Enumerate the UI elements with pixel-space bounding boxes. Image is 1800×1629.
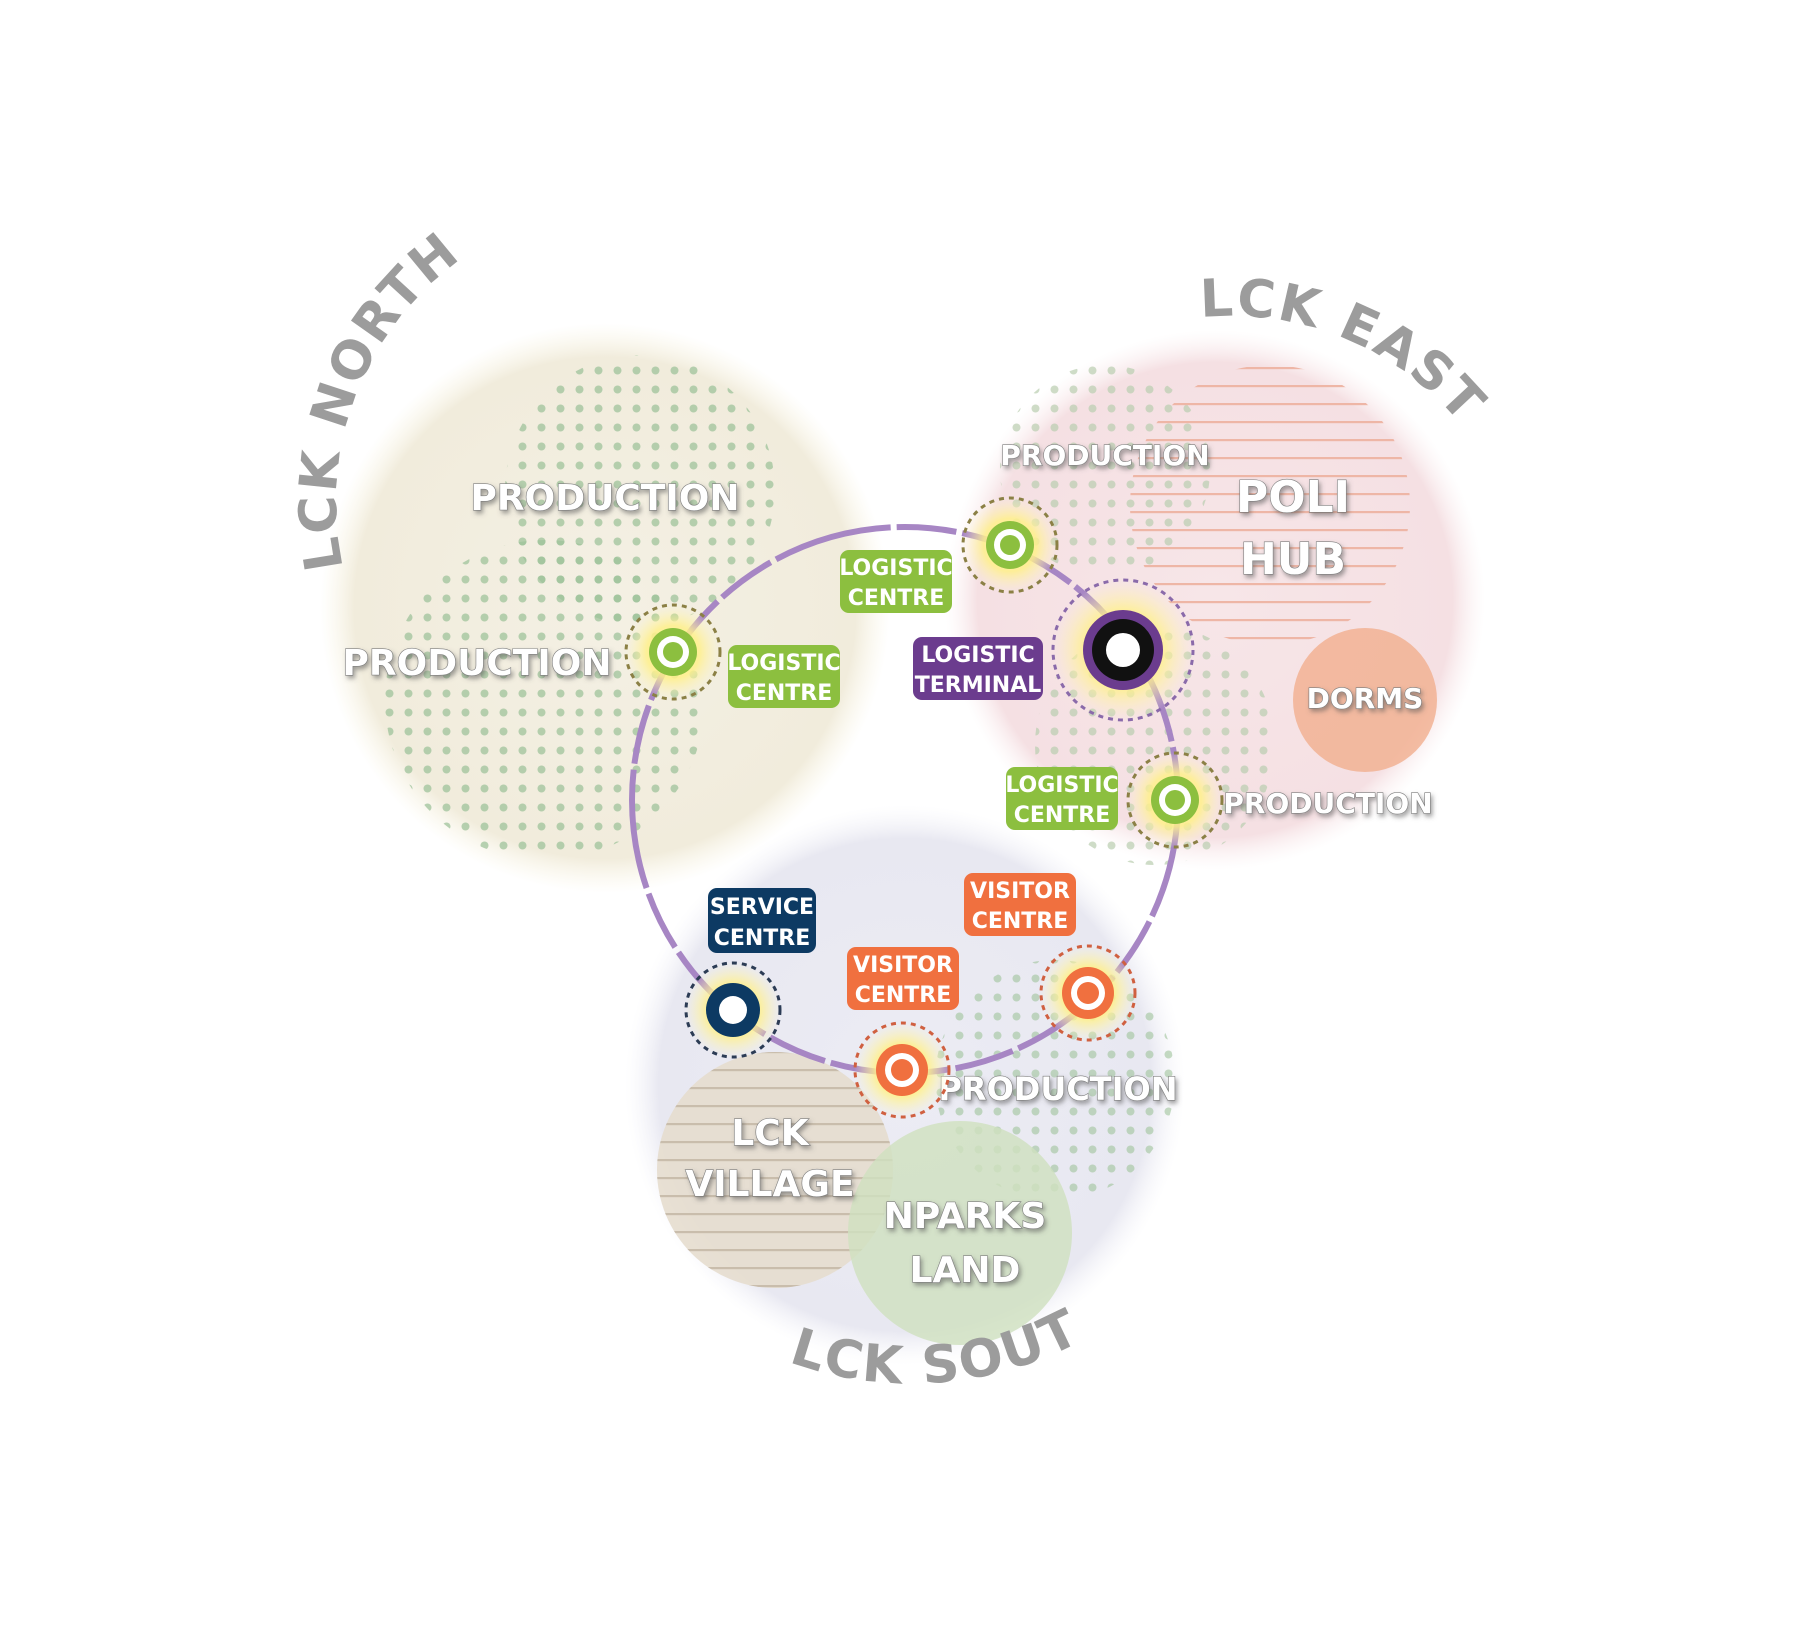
north-production-label-1: PRODUCTION	[471, 478, 740, 519]
poli-hub-label-2: HUB	[1240, 534, 1346, 585]
svg-text:LOGISTIC: LOGISTIC	[921, 643, 1034, 668]
east-production-label-right: PRODUCTION	[1223, 787, 1432, 820]
service-node	[684, 961, 782, 1059]
lck-village-label-2: VILLAGE	[685, 1164, 854, 1205]
svg-text:CENTRE: CENTRE	[848, 586, 945, 611]
logistic-node-left	[624, 603, 722, 701]
lck-village-label-1: LCK	[731, 1113, 809, 1154]
visitor-node-bottom	[853, 1021, 951, 1119]
south-production-label: PRODUCTION	[938, 1070, 1177, 1108]
svg-text:CENTRE: CENTRE	[1014, 803, 1111, 828]
visitor-centre-tag-bottom: VISITOR CENTRE	[847, 947, 959, 1010]
logistic-node-right	[1126, 751, 1224, 849]
svg-text:LOGISTIC: LOGISTIC	[727, 651, 840, 676]
nparks-land-label-1: NPARKS	[884, 1196, 1047, 1237]
north-production-label-2: PRODUCTION	[343, 643, 612, 684]
logistic-terminal-node	[1051, 578, 1195, 722]
service-centre-tag: SERVICE CENTRE	[708, 888, 816, 953]
poli-hub-zone	[1130, 365, 1410, 645]
lck-village-stripes	[657, 1052, 893, 1288]
dorms-label: DORMS	[1307, 682, 1424, 715]
svg-text:SERVICE: SERVICE	[710, 895, 814, 920]
logistic-node-top: green-ring-node	[961, 496, 1059, 594]
nparks-land-zone	[848, 1121, 1072, 1345]
svg-text:CENTRE: CENTRE	[972, 909, 1069, 934]
svg-text:CENTRE: CENTRE	[855, 983, 952, 1008]
logistic-terminal-tag: LOGISTIC TERMINAL	[913, 637, 1043, 700]
svg-text:TERMINAL: TERMINAL	[915, 673, 1042, 698]
nparks-land-label-2: LAND	[910, 1250, 1021, 1291]
dorms-zone	[1293, 628, 1437, 772]
logistic-centre-tag-top: LOGISTIC CENTRE	[839, 550, 953, 613]
svg-text:CENTRE: CENTRE	[714, 926, 811, 951]
logistic-centre-tag-left: LOGISTIC CENTRE	[727, 645, 841, 708]
east-production-label-top: PRODUCTION	[1000, 439, 1209, 472]
svg-text:LOGISTIC: LOGISTIC	[1005, 773, 1118, 798]
poli-hub-label-1: POLI	[1236, 472, 1350, 523]
svg-text:VISITOR: VISITOR	[970, 879, 1070, 904]
svg-text:CENTRE: CENTRE	[736, 681, 833, 706]
svg-text:VISITOR: VISITOR	[853, 953, 953, 978]
svg-text:LOGISTIC: LOGISTIC	[839, 556, 952, 581]
logistic-centre-tag-right: LOGISTIC CENTRE	[1005, 767, 1119, 830]
visitor-node-right	[1039, 944, 1137, 1042]
visitor-centre-tag-right: VISITOR CENTRE	[964, 873, 1076, 936]
north-production-zone-2	[385, 540, 705, 860]
